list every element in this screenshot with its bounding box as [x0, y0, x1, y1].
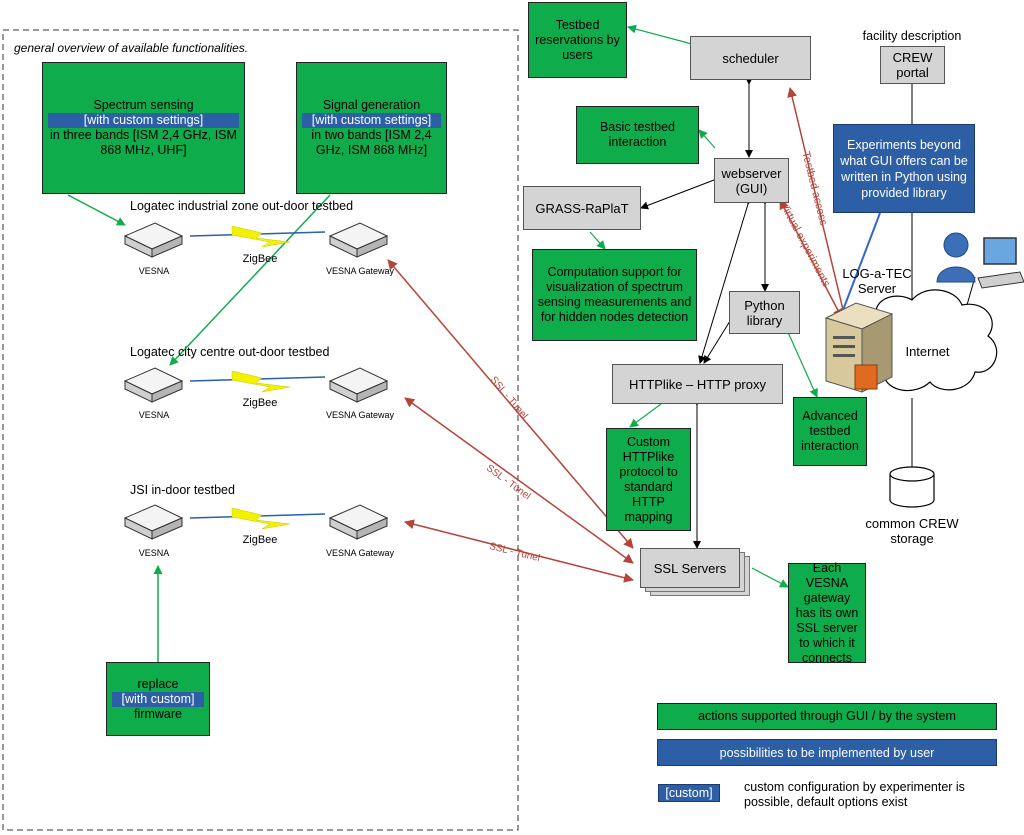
- firmware-highlight: [with custom]: [112, 691, 204, 707]
- experiments-box: Experiments beyond what GUI offers can b…: [833, 124, 975, 213]
- firmware-box: replace [with custom] firmware: [106, 662, 210, 736]
- zigbee-label: ZigBee: [242, 534, 278, 546]
- spectrum-sensing-highlight: [with custom settings]: [48, 113, 239, 128]
- vesna-gateway-icon: [328, 367, 389, 403]
- zigbee-label: ZigBee: [242, 253, 278, 265]
- signal-generation-box: Signal generation [with custom settings]…: [296, 62, 447, 194]
- testbed-title-city: Logatec city centre out-door testbed: [130, 345, 330, 359]
- overview-label: general overview of available functional…: [14, 41, 249, 55]
- zigbee-label: ZigBee: [242, 397, 278, 409]
- legend-custom-text: custom configuration by experimenter is …: [744, 780, 965, 809]
- testbed-title-jsi: JSI in-door testbed: [130, 483, 235, 497]
- testbed-title-industrial: Logatec industrial zone out-door testbed: [130, 199, 354, 213]
- legend-custom-tag: [custom]: [658, 784, 720, 802]
- arrow-webserver-proxy: [698, 196, 754, 364]
- arrow-virtual-experiments: [779, 199, 843, 319]
- server-label: LOG-a-TEC Server: [842, 266, 912, 296]
- spectrum-sensing-bands: in three bands [ISM 2,4 GHz, ISM 868 MHz…: [50, 128, 237, 157]
- internet-label: Internet: [905, 344, 950, 359]
- arrow-scheduler-to-reservations: [627, 24, 693, 45]
- user-computer-icon: [936, 232, 1024, 289]
- vesna-label: VESNA: [138, 266, 170, 276]
- signal-generation-highlight: [with custom settings]: [302, 113, 441, 128]
- legend-blue: possibilities to be implemented by user: [657, 739, 997, 766]
- reservations-box: Testbed reservations by users: [528, 2, 627, 78]
- spectrum-sensing-box: Spectrum sensing [with custom settings] …: [42, 62, 245, 194]
- python-library-box: Python library: [729, 291, 800, 334]
- ssl-note-box: Each VESNA gateway has its own SSL serve…: [788, 561, 866, 665]
- http-proxy-box: HTTPlike – HTTP proxy: [612, 364, 783, 404]
- vesna-label: VESNA: [138, 410, 170, 420]
- arrow-generation-to-vesna: [169, 194, 331, 366]
- advanced-interaction-box: Advanced testbed interaction: [793, 397, 867, 466]
- arrow-python-to-advanced: [786, 329, 818, 398]
- vesna-gateway-label: VESNA Gateway: [325, 410, 395, 420]
- vesna-node-icon: [123, 367, 184, 403]
- firmware-text: firmware: [134, 706, 182, 721]
- arrow-ssl-gateway-3: [404, 519, 634, 583]
- zigbee-link-2: [189, 370, 326, 393]
- zigbee-link-3: [189, 507, 326, 530]
- webserver-box: webserver (GUI): [714, 158, 789, 203]
- vesna-gateway-icon: [328, 504, 389, 540]
- arrow-webserver-to-basic: [698, 129, 716, 149]
- zigbee-link-1: [189, 225, 326, 248]
- custom-mapping-box: Custom HTTPlike protocol to standard HTT…: [606, 428, 691, 531]
- firmware-title: replace: [137, 676, 179, 691]
- crew-portal-box: CREW portal: [880, 46, 945, 84]
- arrow-grass-to-computation: [589, 231, 606, 250]
- storage-label: common CREW storage: [865, 516, 959, 546]
- basic-interaction-box: Basic testbed interaction: [576, 106, 699, 164]
- computation-box: Computation support for visualization of…: [532, 249, 697, 341]
- scheduler-box: scheduler: [690, 36, 811, 80]
- signal-generation-bands: in two bands [ISM 2,4 GHz, ISM 868 MHz]: [311, 128, 432, 157]
- arrow-webserver-grass: [640, 173, 722, 210]
- arrow-proxy-to-mapping: [629, 403, 662, 428]
- vesna-gateway-label: VESNA Gateway: [325, 548, 395, 558]
- blue-link: [839, 212, 881, 319]
- vesna-gateway-label: VESNA Gateway: [325, 266, 395, 276]
- storage-icon: [889, 466, 935, 508]
- arrow-sensing-to-vesna: [67, 194, 126, 226]
- vesna-label: VESNA: [138, 548, 170, 558]
- facility-description-label: facility description: [862, 29, 962, 43]
- ssl-servers-box: SSL Servers: [640, 548, 740, 588]
- legend-green: actions supported through GUI / by the s…: [657, 703, 997, 730]
- vesna-node-icon: [123, 504, 184, 540]
- signal-generation-title: Signal generation: [322, 98, 421, 112]
- grass-raplat-box: GRASS-RaPlaT: [523, 186, 641, 230]
- vesna-node-icon: [123, 222, 184, 258]
- server-icon: [824, 302, 894, 393]
- arrow-python-proxy: [703, 312, 738, 364]
- arrow-ssl-to-note: [751, 567, 789, 588]
- vesna-gateway-icon: [328, 222, 389, 258]
- spectrum-sensing-title: Spectrum sensing: [93, 98, 194, 112]
